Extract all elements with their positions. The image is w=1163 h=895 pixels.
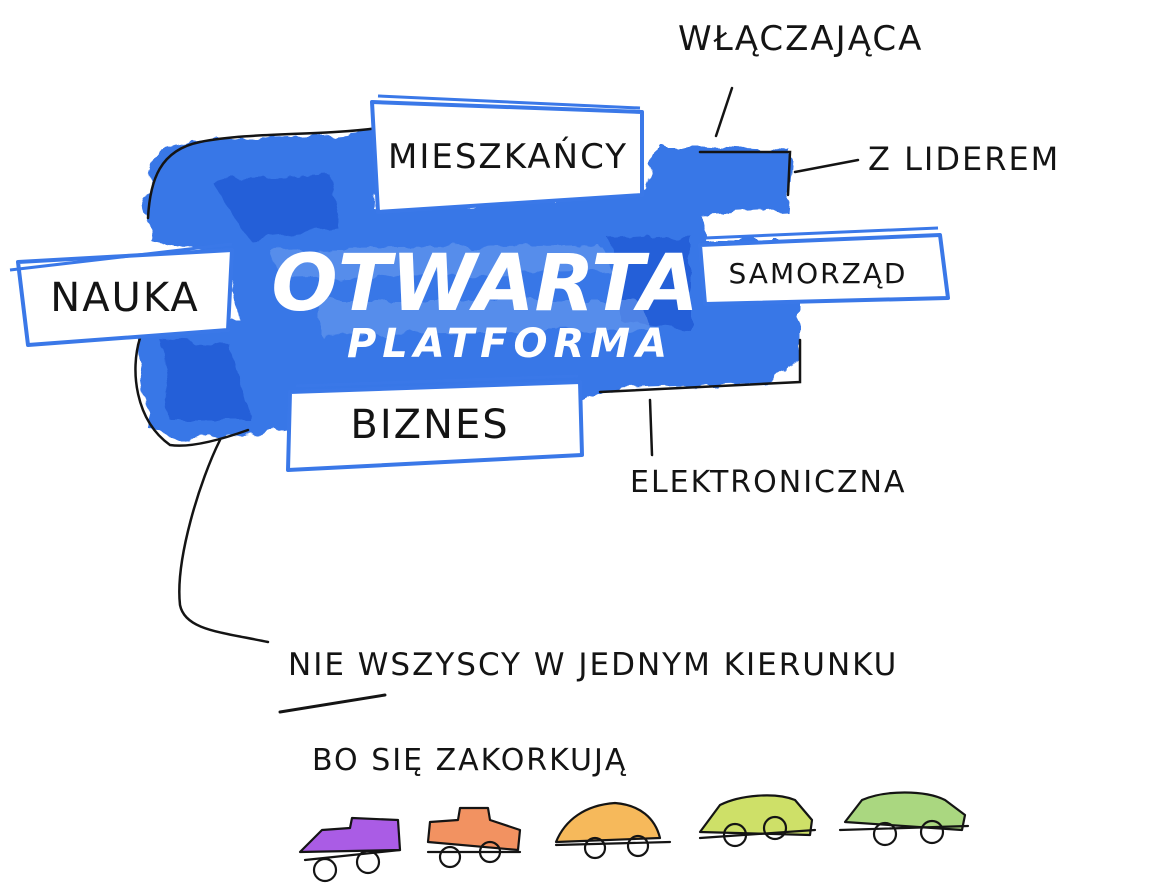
- sector-box-business: BIZNES: [286, 374, 584, 472]
- sector-box-government: SAMORZĄD: [698, 226, 950, 306]
- car-icon: [554, 801, 672, 860]
- traffic-jam-cars: [298, 791, 970, 883]
- car-icon: [426, 806, 522, 869]
- car-icon: [698, 794, 817, 848]
- note-line-2: BO SIĘ ZAKORKUJĄ: [312, 743, 627, 778]
- residents-box-outline: [370, 100, 644, 214]
- note-underline: [278, 693, 387, 714]
- platform-title: OTWARTA: [271, 239, 698, 329]
- government-box-outline: [698, 233, 950, 306]
- business-label: BIZNES: [350, 402, 509, 448]
- annotation-leader: Z LIDEREM: [868, 140, 1060, 178]
- sector-box-science: NAUKA: [9, 242, 234, 347]
- sector-box-residents: MIESZKAŃCY: [370, 94, 644, 214]
- note-line-1: NIE WSZYSCY W JEDNYM KIERUNKU: [288, 647, 898, 683]
- leader-leader-line: [793, 158, 860, 174]
- platform-blob: [135, 130, 800, 440]
- inclusive-leader-line: [714, 86, 734, 138]
- platform-subtitle: PLATFORMA: [347, 321, 673, 367]
- note-connector-line: [178, 438, 270, 644]
- car-icon: [838, 791, 970, 847]
- electronic-leader-line: [648, 398, 654, 457]
- business-box-outline: [286, 380, 584, 472]
- annotation-inclusive: WŁĄCZAJĄCA: [678, 19, 923, 59]
- annotation-electronic: ELEKTRONICZNA: [630, 465, 907, 500]
- residents-label: MIESZKAŃCY: [388, 136, 628, 177]
- government-label: SAMORZĄD: [729, 257, 908, 290]
- car-icon: [298, 816, 402, 883]
- science-label: NAUKA: [50, 275, 199, 321]
- science-box-outline: [16, 248, 234, 347]
